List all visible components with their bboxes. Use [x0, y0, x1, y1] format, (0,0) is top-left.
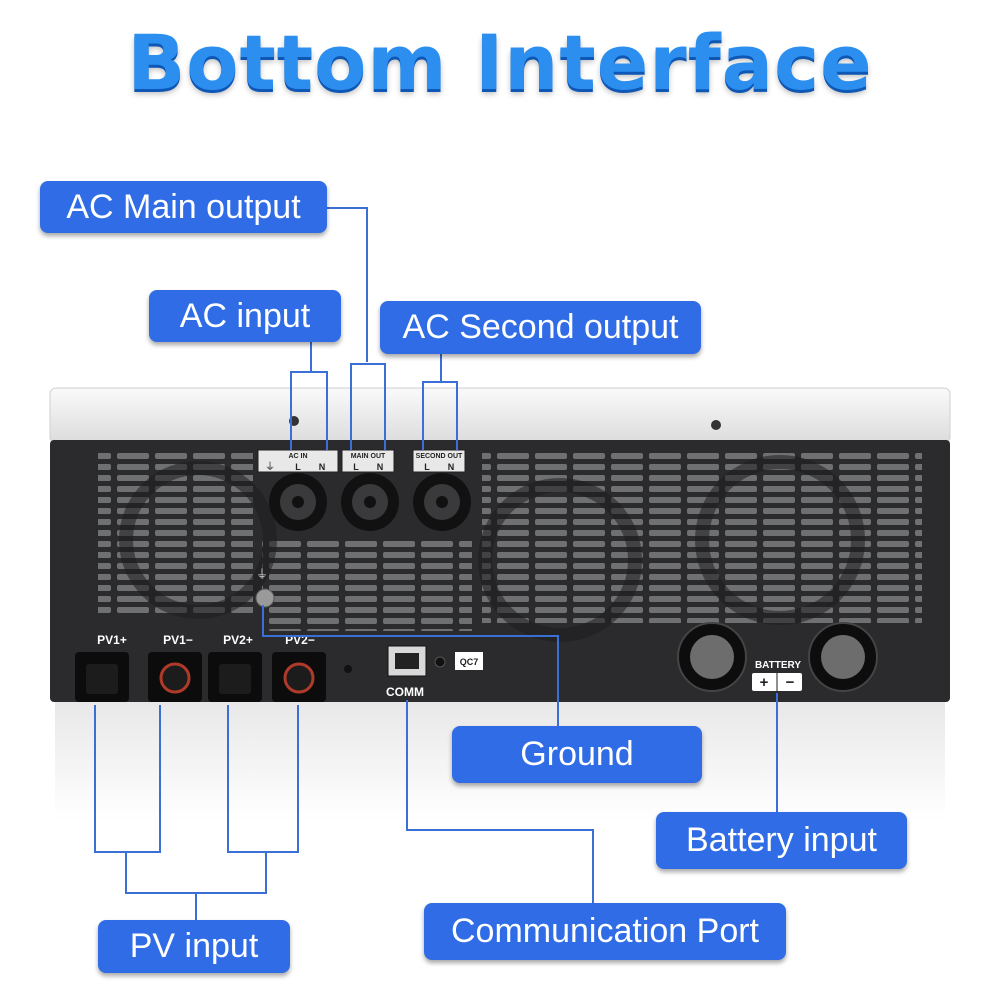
screw-icon — [711, 420, 721, 430]
battery-plus-symbol: + — [760, 674, 769, 691]
qc-sticker — [455, 652, 483, 670]
callout-line-ac-second-output-bracket — [422, 381, 458, 450]
label-ac-main-output: AC Main output — [40, 181, 327, 233]
ac-in-label: AC IN — [288, 453, 307, 460]
label-ac-input: AC input — [149, 290, 341, 342]
qc-sticker-text: QC7 — [460, 657, 479, 667]
ac-in-n: N — [319, 462, 326, 472]
callout-line-ground — [262, 605, 559, 726]
indicator-dot — [434, 656, 446, 668]
callout-line-ac-main-output — [327, 207, 368, 362]
callout-line-pv-input-join — [125, 852, 267, 894]
pv2-plus-connector — [208, 652, 262, 702]
ground-symbol-icon: ⏚ — [265, 461, 275, 473]
fan-icon — [119, 461, 277, 619]
label-battery-input: Battery input — [656, 812, 907, 869]
callout-line-communication-port — [406, 700, 594, 903]
ac-main-output-gland — [341, 473, 399, 531]
main-out-l: L — [353, 462, 359, 472]
pv1-minus-connector — [148, 652, 202, 702]
battery-positive-terminal — [677, 622, 747, 692]
callout-line-ac-main-output-bracket — [350, 363, 386, 450]
ac-second-output-gland — [413, 473, 471, 531]
ground-screw — [255, 588, 275, 608]
main-out-n: N — [377, 462, 384, 472]
pv2-minus-connector — [272, 652, 326, 702]
indicator-dot — [344, 665, 352, 673]
label-pv-input: PV input — [98, 920, 290, 973]
callout-line-pv-input-right — [227, 705, 299, 853]
comm-label: COMM — [386, 685, 424, 699]
second-out-l: L — [424, 462, 430, 472]
label-communication-port: Communication Port — [424, 903, 786, 960]
ground-symbol-icon: ⏚ — [256, 567, 268, 581]
label-ac-second-output: AC Second output — [380, 301, 701, 354]
fan-icon — [478, 478, 642, 642]
second-out-label: SECOND OUT — [416, 453, 463, 460]
pv1-plus-label: PV1+ — [97, 633, 127, 647]
main-out-label: MAIN OUT — [351, 453, 386, 460]
callout-line-pv-input-left — [94, 705, 161, 853]
second-out-n: N — [448, 462, 455, 472]
label-ground: Ground — [452, 726, 702, 783]
pv2-plus-label: PV2+ — [223, 633, 253, 647]
battery-negative-terminal — [808, 622, 878, 692]
battery-label: BATTERY — [755, 660, 801, 671]
comm-port — [387, 645, 427, 677]
pv1-minus-label: PV1− — [163, 633, 193, 647]
ac-input-gland — [269, 473, 327, 531]
pv1-plus-connector — [75, 652, 129, 702]
vent-grille-center — [262, 536, 472, 631]
fan-icon — [695, 455, 865, 625]
battery-minus-symbol: − — [786, 674, 795, 691]
ac-in-l: L — [295, 462, 301, 472]
callout-line-ac-input-bracket — [290, 371, 328, 450]
page-title: Bottom Interface — [127, 18, 873, 107]
